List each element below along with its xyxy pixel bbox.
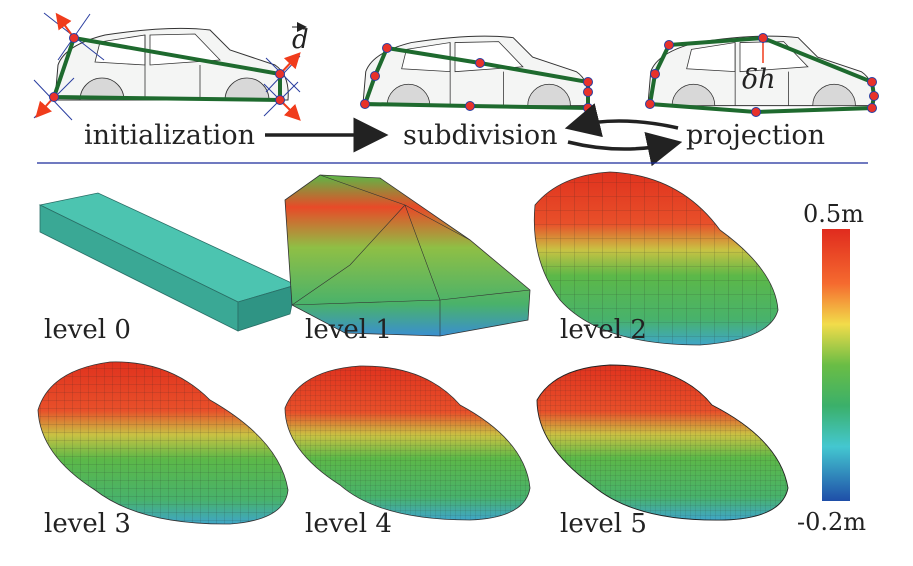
direction-symbol: d	[292, 25, 309, 55]
car-subdivision	[360, 35, 593, 113]
height-symbol: δh	[742, 64, 776, 95]
label-level-0: level 0	[44, 315, 131, 345]
cage-vertices	[360, 43, 593, 113]
label-level-3: level 3	[44, 509, 131, 539]
step-subdivision: subdivision	[403, 120, 557, 151]
car-projection: δh	[645, 33, 879, 117]
colorbar-max-label: 0.5m	[803, 200, 864, 228]
mesh-level-0	[38, 192, 298, 332]
label-level-5: level 5	[560, 509, 647, 539]
label-level-4: level 4	[305, 509, 392, 539]
mesh-level-4	[284, 365, 531, 521]
step-initialization: initialization	[84, 120, 255, 151]
mesh-level-2	[533, 171, 779, 346]
mesh-level-3	[37, 361, 289, 525]
label-level-1: level 1	[305, 315, 392, 345]
cage-vertices	[645, 33, 879, 117]
colorbar-min-label: -0.2m	[797, 508, 866, 536]
car-initialization: d	[33, 12, 309, 121]
step-projection: projection	[686, 120, 825, 151]
mesh-level-5	[536, 364, 789, 521]
loop-arrow-forward-icon	[567, 131, 683, 167]
cage-vertices	[49, 33, 285, 105]
mesh-level-1	[284, 174, 531, 337]
colorbar	[822, 229, 850, 501]
label-level-2: level 2	[560, 315, 647, 345]
loop-arrow-back-icon	[564, 103, 679, 138]
